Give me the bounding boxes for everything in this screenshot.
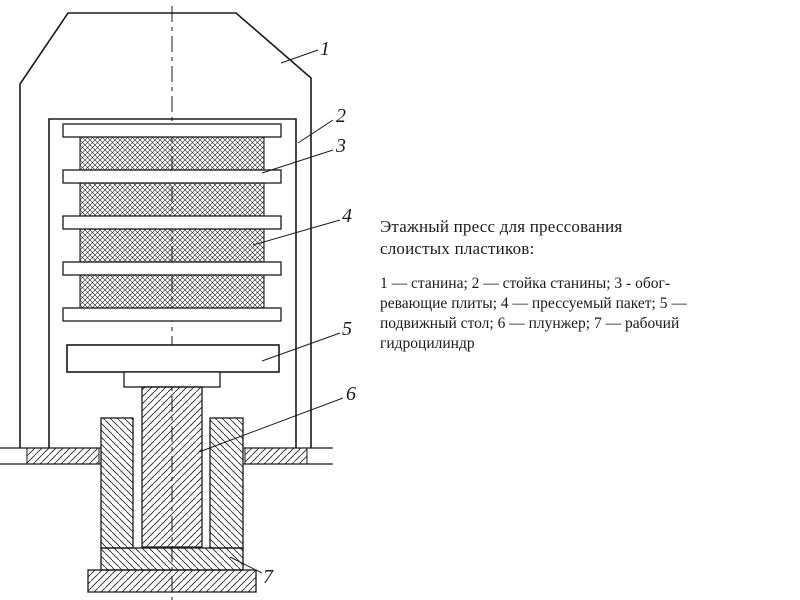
leader-lines: [198, 49, 344, 574]
callout-2: 2: [336, 105, 346, 127]
heating-plates: [62, 123, 282, 322]
callout-numbers: 1 2 3 4 5 6 7: [263, 38, 356, 588]
plunger: [141, 386, 203, 548]
caption-line: подвижный стол; 6 — плунжер; 7 — рабочий: [380, 314, 680, 332]
leader-line-1: [280, 49, 319, 64]
callout-7: 7: [263, 566, 274, 588]
callout-4: 4: [342, 205, 352, 227]
caption-line: гидроцилиндр: [380, 334, 475, 352]
leader-line-3: [261, 149, 334, 174]
callout-1: 1: [320, 38, 330, 60]
leader-line-2: [297, 119, 334, 144]
press-diagram: 1 2 3 4 5 6 7: [0, 0, 370, 600]
caption-line: ревающие плиты; 4 — прессуемый пакет; 5 …: [380, 295, 687, 313]
leader-line-4: [252, 219, 341, 246]
leader-line-7: [229, 556, 263, 574]
hydraulic-cylinder: [87, 417, 257, 593]
leader-line-5: [261, 332, 341, 362]
title-line: Этажный пресс для прессования: [380, 217, 623, 236]
leader-line-6: [198, 397, 344, 453]
title-line: слоистых пластиков:: [380, 239, 535, 259]
pressed-packets: [79, 136, 265, 309]
figure-caption: 1 — станина; 2 — стойка станины; 3 - обо…: [380, 274, 792, 353]
callout-3: 3: [335, 135, 346, 157]
frame-window: [48, 118, 297, 448]
callout-6: 6: [346, 383, 356, 405]
caption-line: 1 — станина; 2 — стойка станины; 3 - обо…: [380, 275, 670, 293]
frame-outline: [19, 12, 312, 448]
figure-title: Этажный пресс для прессования слоистых п…: [380, 216, 792, 260]
base-foundation: [0, 447, 333, 465]
figure-text: Этажный пресс для прессования слоистых п…: [380, 216, 792, 354]
callout-5: 5: [342, 318, 352, 340]
press-diagram-svg: 1 2 3 4 5 6 7: [0, 6, 356, 600]
movable-table: [66, 344, 280, 388]
